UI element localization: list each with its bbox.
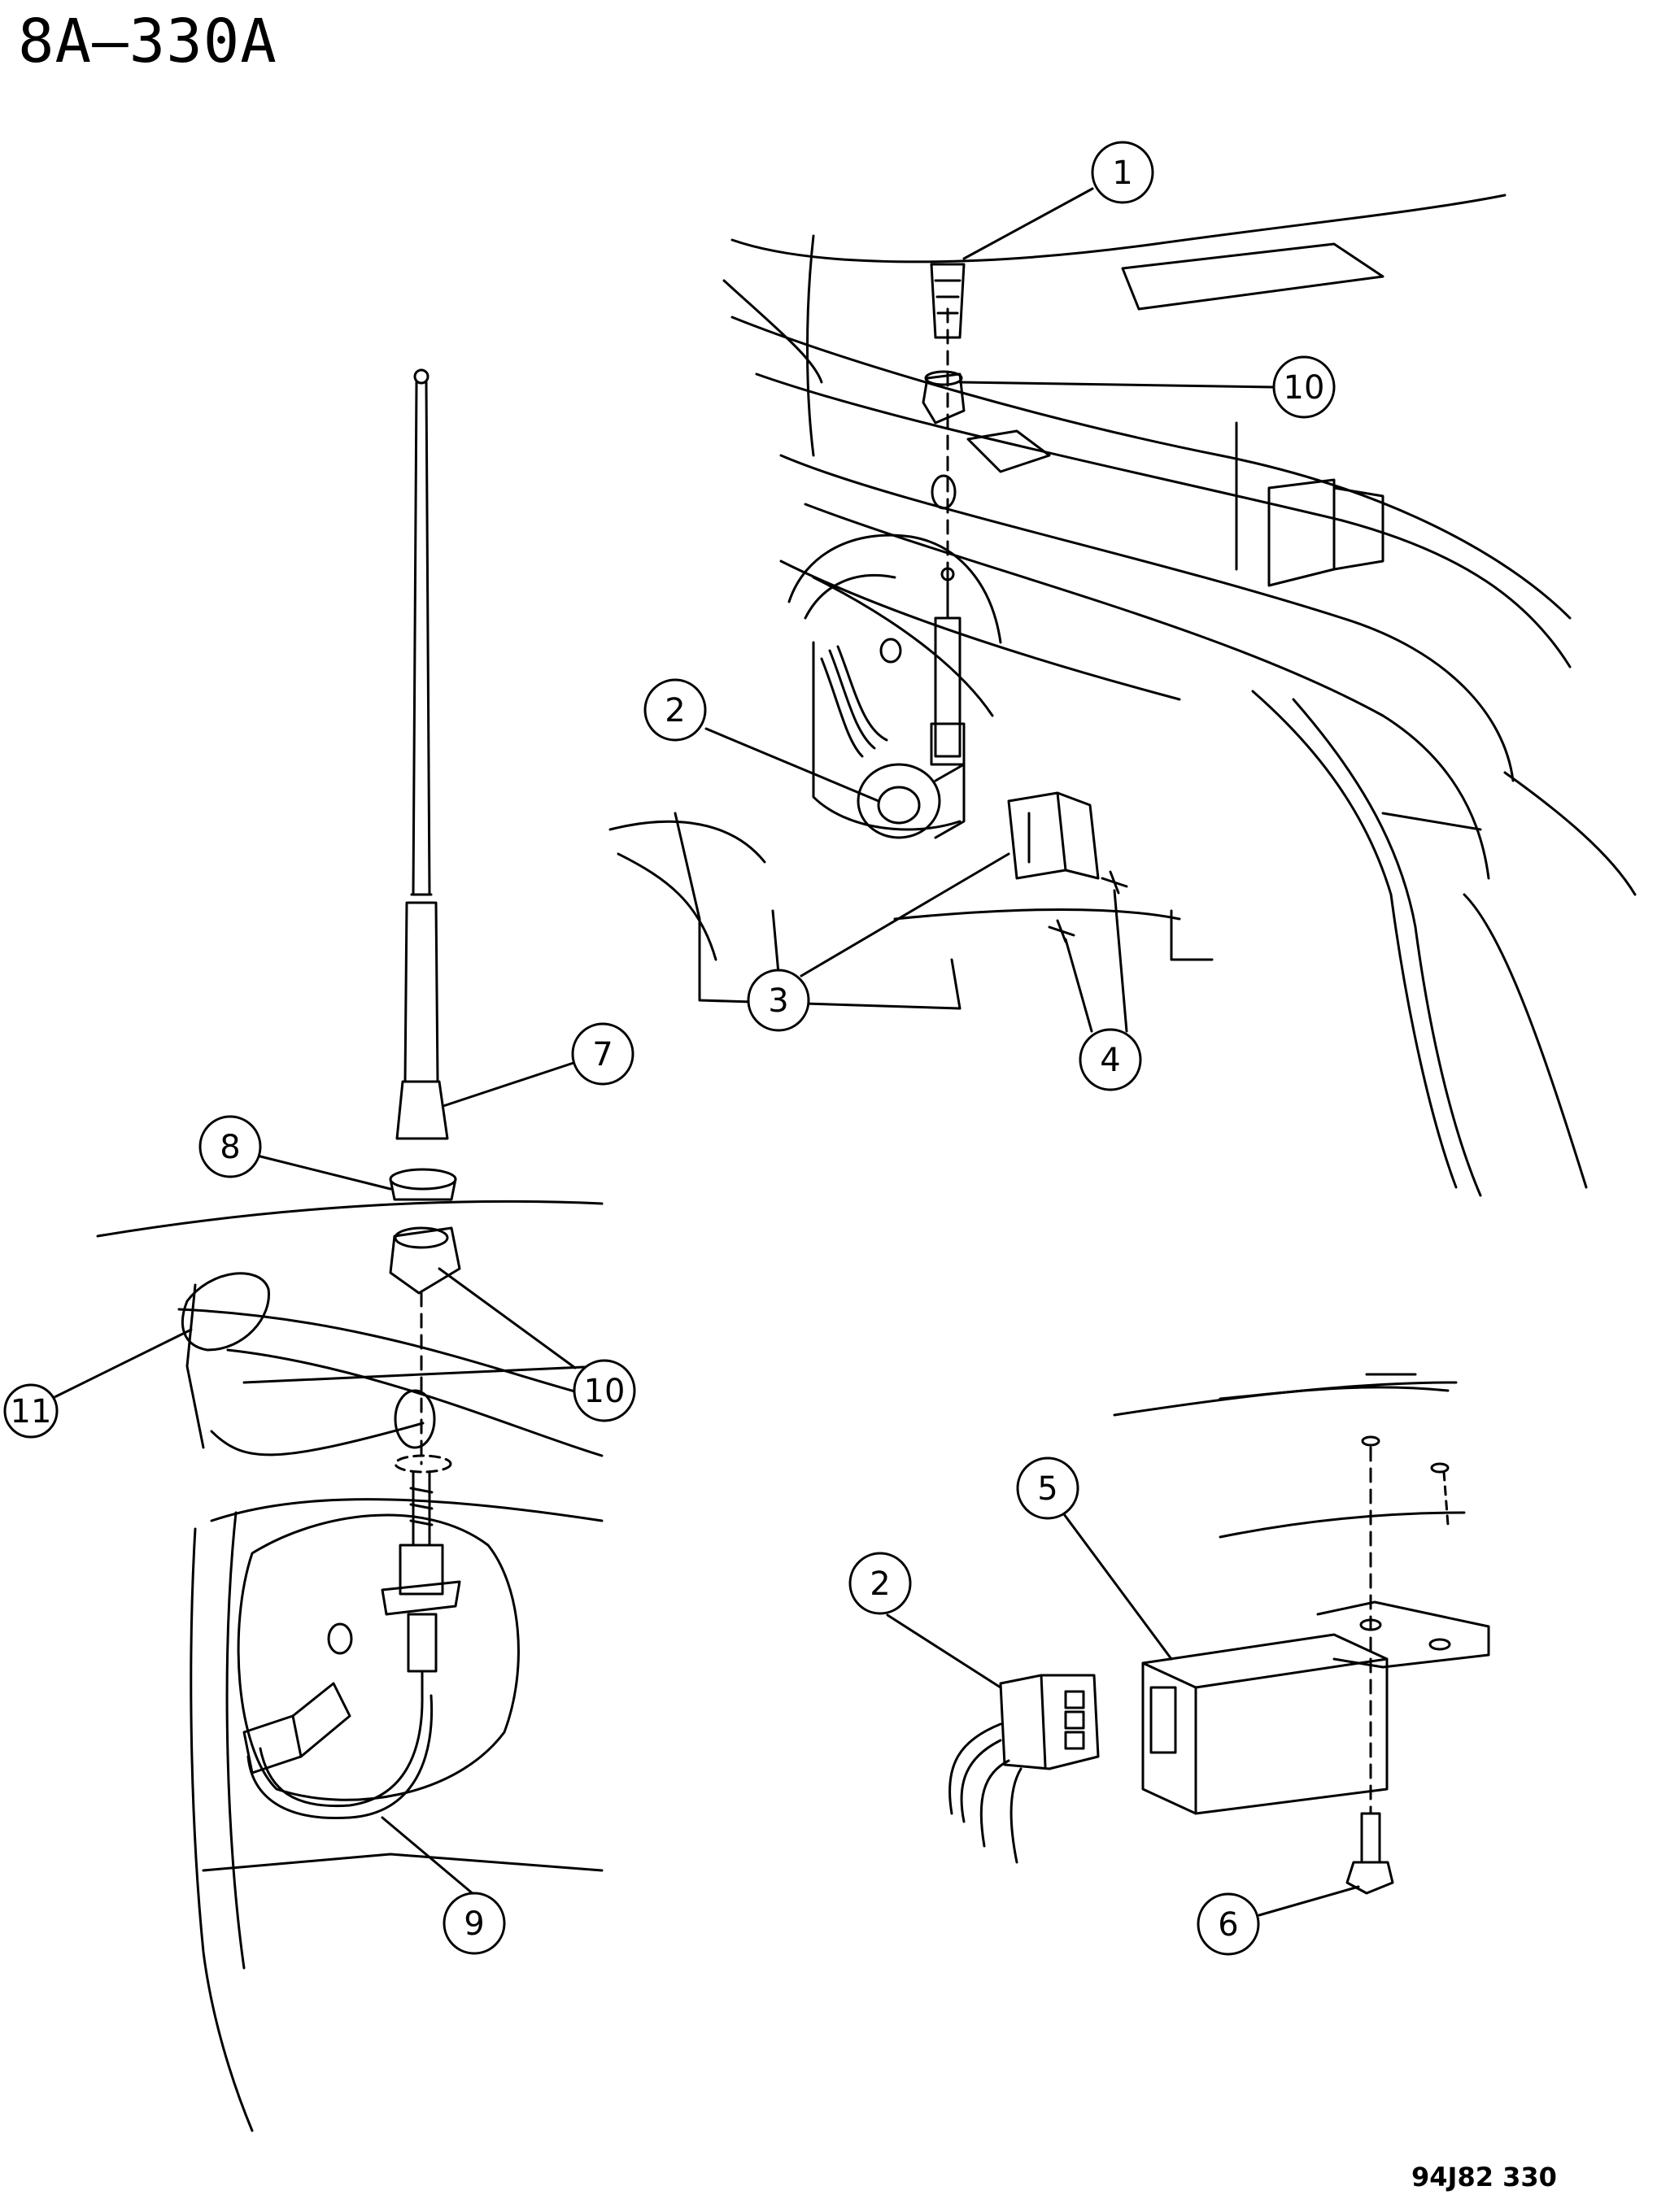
callout-label-10-upper: 10 xyxy=(1284,369,1325,407)
figure-id: 94J82 330 xyxy=(1411,2162,1557,2192)
callout-circle xyxy=(1197,1892,1260,1956)
page-code: 8A–330A xyxy=(18,7,277,76)
callout-label-9: 9 xyxy=(464,1905,484,1943)
leader-lines xyxy=(50,187,1360,1917)
callout-circle xyxy=(1016,1457,1079,1520)
callout-label-11: 11 xyxy=(11,1393,52,1430)
callout-label-10-left: 10 xyxy=(584,1373,626,1410)
callout-label-6: 6 xyxy=(1218,1906,1238,1944)
fender-assembly-view xyxy=(608,194,1637,1197)
callout-circle xyxy=(1079,1028,1142,1091)
callout-label-4: 4 xyxy=(1100,1042,1120,1079)
callout-label-7: 7 xyxy=(592,1036,613,1073)
callout-circle xyxy=(573,1359,636,1422)
fixed-antenna-view xyxy=(96,368,604,2132)
callout-circle xyxy=(848,1552,912,1615)
callout-label-2-lower: 2 xyxy=(870,1565,890,1603)
callout-labels: 1 10 2 3 4 7 8 10 11 9 2 5 6 xyxy=(11,155,1325,1944)
callout-label-2-upper: 2 xyxy=(665,692,685,729)
callout-label-3: 3 xyxy=(768,982,788,1020)
module-view xyxy=(948,1373,1490,1895)
callout-circle xyxy=(571,1022,634,1086)
callout-circle xyxy=(3,1383,59,1439)
callout-label-8: 8 xyxy=(220,1129,240,1166)
callout-circle xyxy=(1272,355,1336,419)
callout-circle xyxy=(198,1115,262,1178)
callout-label-5: 5 xyxy=(1037,1470,1057,1508)
callout-circle xyxy=(747,969,810,1032)
callout-circle xyxy=(643,678,707,742)
callout-label-1: 1 xyxy=(1112,155,1132,192)
callout-circle xyxy=(443,1892,506,1955)
callout-circles xyxy=(3,141,1336,1956)
callout-circle xyxy=(1091,141,1154,204)
